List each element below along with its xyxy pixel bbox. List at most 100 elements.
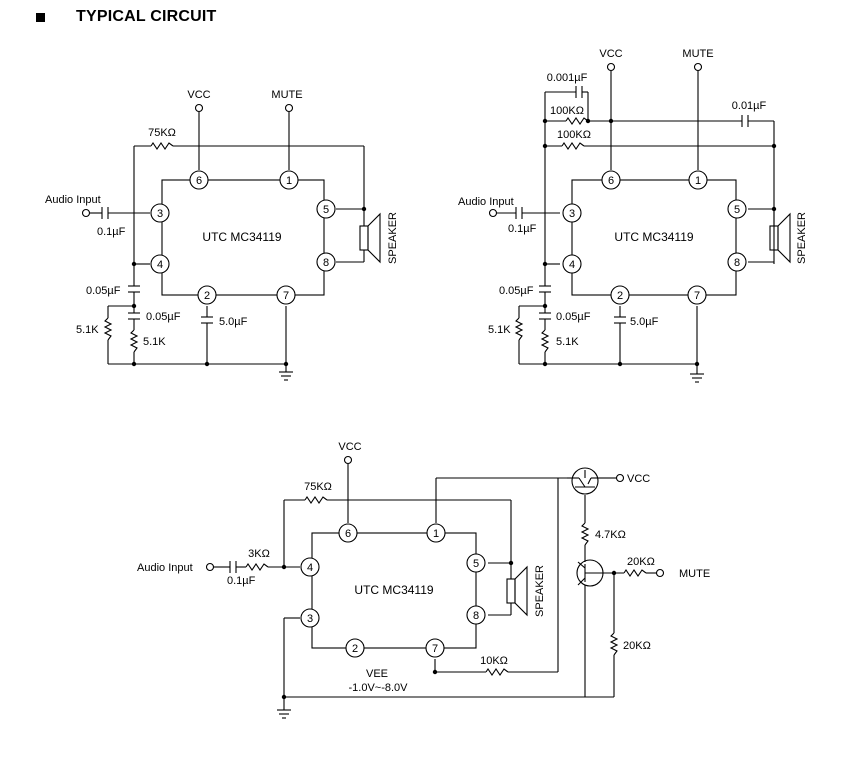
- pin-number: 4: [307, 562, 313, 574]
- resistor-top-label: 100KΩ: [550, 105, 584, 117]
- circuit-2-labels: VCC MUTE 0.001µF 100KΩ 0.01µF 100KΩ Audi…: [458, 48, 808, 348]
- pin-number: 1: [695, 175, 701, 187]
- chip-label: UTC MC34119: [354, 583, 433, 597]
- capacitor-pin2: [614, 316, 626, 324]
- audio-input-terminal: [488, 208, 498, 218]
- resistor-left: [514, 317, 524, 341]
- transistor-top-icon: [567, 467, 603, 495]
- resistor-feedback: [561, 142, 585, 150]
- mute-label: MUTE: [679, 568, 710, 580]
- resistor-collector-label: 4.7KΩ: [595, 529, 626, 541]
- resistor-left: [103, 317, 113, 341]
- circuit-1-labels: VCC MUTE 75KΩ Audio Input 0.1µF UTC MC34…: [45, 89, 399, 348]
- mute-label: MUTE: [271, 89, 302, 101]
- capacitor-input: [229, 561, 237, 573]
- resistor-feedback: [304, 496, 328, 504]
- pin-number: 6: [196, 175, 202, 187]
- vcc-terminal: [194, 103, 204, 113]
- pin-number: 5: [473, 558, 479, 570]
- capacitor-bypass-label: 0.05µF: [499, 285, 534, 297]
- circuit-1: VCC MUTE 75KΩ Audio Input 0.1µF UTC MC34…: [45, 89, 399, 381]
- speaker-icon: [769, 212, 791, 264]
- capacitor-input: [515, 207, 523, 219]
- audio-input-label: Audio Input: [45, 194, 101, 206]
- resistor-top: [565, 117, 589, 125]
- chip-body: [311, 532, 477, 649]
- vcc-label: VCC: [599, 48, 622, 60]
- capacitor-filter-label: 0.05µF: [146, 311, 181, 323]
- bullet-square-icon: [36, 12, 45, 22]
- circuit-2-components: [488, 62, 791, 383]
- chip-body: [571, 179, 737, 296]
- audio-input-label: Audio Input: [137, 562, 193, 574]
- capacitor-bypass: [539, 285, 551, 293]
- vee-label: VEE: [366, 668, 388, 680]
- section-title: TYPICAL CIRCUIT: [76, 8, 217, 25]
- vcc-right-terminal: [615, 473, 625, 483]
- capacitor-filter: [128, 312, 140, 320]
- pin-number: 8: [473, 610, 479, 622]
- pin-number: 6: [345, 528, 351, 540]
- pin-number: 6: [608, 175, 614, 187]
- resistor-feedback-label: 75KΩ: [148, 127, 176, 139]
- pin-number: 2: [352, 643, 358, 655]
- ground-icon: [279, 371, 293, 381]
- resistor-bottom: [609, 632, 619, 656]
- pin-number: 1: [433, 528, 439, 540]
- resistor-collector: [580, 522, 590, 546]
- capacitor-pin2-label: 5.0µF: [630, 316, 659, 328]
- resistor-right: [540, 329, 550, 353]
- resistor-input: [245, 563, 269, 571]
- resistor-bottom-label: 20KΩ: [623, 640, 651, 652]
- speaker-label: SPEAKER: [387, 212, 399, 264]
- vee-range-label: -1.0V~-8.0V: [348, 682, 408, 694]
- capacitor-input-label: 0.1µF: [97, 226, 126, 238]
- chip-label: UTC MC34119: [614, 230, 693, 244]
- vcc-right-label: VCC: [627, 473, 650, 485]
- section-header: TYPICAL CIRCUIT: [36, 6, 216, 28]
- pin-number: 7: [694, 290, 700, 302]
- circuit-3-labels: VCC 75KΩ Audio Input 3KΩ 0.1µF UTC MC341…: [137, 441, 710, 694]
- pin-number: 2: [204, 290, 210, 302]
- circuit-2: VCC MUTE 0.001µF 100KΩ 0.01µF 100KΩ Audi…: [458, 48, 808, 383]
- pin-number: 1: [286, 175, 292, 187]
- capacitor-input-label: 0.1µF: [508, 223, 537, 235]
- mute-terminal: [693, 62, 703, 72]
- mute-label: MUTE: [682, 48, 713, 60]
- capacitor-pin2-label: 5.0µF: [219, 316, 248, 328]
- resistor-right: [129, 329, 139, 353]
- pin-number: 7: [432, 643, 438, 655]
- speaker-label: SPEAKER: [534, 565, 546, 617]
- vcc-label: VCC: [187, 89, 210, 101]
- circuit-3-wires: [214, 464, 656, 710]
- pin-number: 8: [323, 257, 329, 269]
- mute-terminal: [284, 103, 294, 113]
- circuit-1-wires: [90, 112, 365, 372]
- resistor-mute: [623, 569, 647, 577]
- resistor-feedback-label: 75KΩ: [304, 481, 332, 493]
- resistor-right-label: 5.1K: [143, 336, 166, 348]
- resistor-left-label: 5.1K: [488, 324, 511, 336]
- resistor-left-label: 5.1K: [76, 324, 99, 336]
- capacitor-filter: [539, 312, 551, 320]
- resistor-vee-label: 10KΩ: [480, 655, 508, 667]
- resistor-vee: [485, 668, 509, 676]
- chip-body: [161, 179, 325, 296]
- chip-label: UTC MC34119: [202, 230, 281, 244]
- vcc-terminal: [606, 62, 616, 72]
- capacitor-bypass-label: 0.05µF: [86, 285, 121, 297]
- resistor-75k: [150, 142, 174, 150]
- circuit-3: VCC 75KΩ Audio Input 3KΩ 0.1µF UTC MC341…: [137, 441, 710, 719]
- pin-number: 3: [157, 208, 163, 220]
- capacitor-input: [101, 207, 109, 219]
- pin-number: 3: [569, 208, 575, 220]
- resistor-right-label: 5.1K: [556, 336, 579, 348]
- mute-terminal: [655, 568, 665, 578]
- capacitor-bypass: [128, 285, 140, 293]
- speaker-label: SPEAKER: [796, 212, 808, 264]
- vcc-label: VCC: [338, 441, 361, 453]
- resistor-mute-label: 20KΩ: [627, 556, 655, 568]
- transistor-bottom-icon: [576, 559, 604, 587]
- audio-input-terminal: [205, 562, 215, 572]
